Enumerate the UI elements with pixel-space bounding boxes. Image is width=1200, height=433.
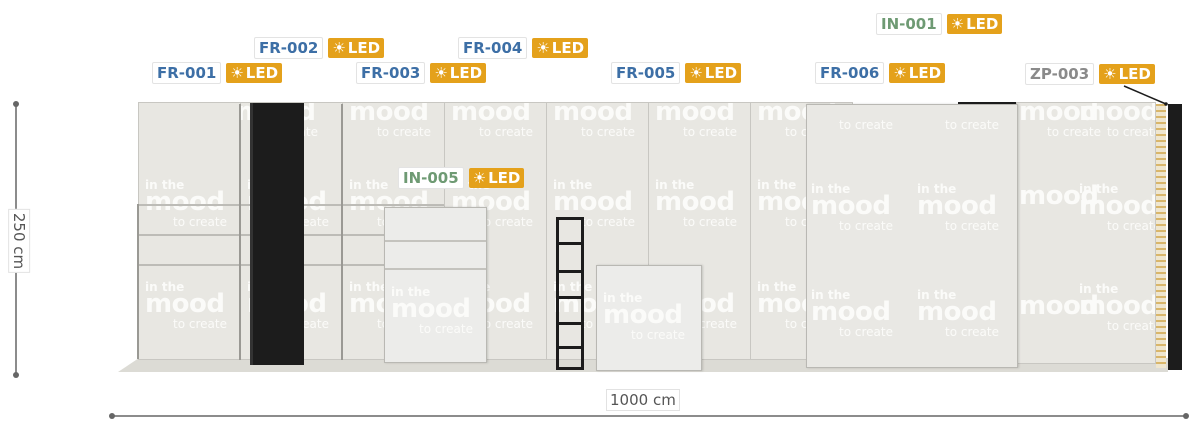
zp-003-leader-line bbox=[1123, 85, 1167, 105]
tag-in-001[interactable]: IN-001 ☀LED bbox=[876, 13, 1003, 35]
tag-in-005[interactable]: IN-005 ☀LED bbox=[398, 167, 525, 189]
tag-fr-006[interactable]: FR-006 ☀LED bbox=[815, 62, 946, 84]
tag-code: ZP-003 bbox=[1025, 63, 1095, 85]
led-badge: ☀LED bbox=[685, 63, 742, 83]
tag-fr-005[interactable]: FR-005 ☀LED bbox=[611, 62, 742, 84]
sun-icon: ☀ bbox=[893, 64, 907, 82]
sun-icon: ☀ bbox=[472, 169, 487, 187]
width-dimension-label: 1000 cm bbox=[606, 389, 680, 411]
led-badge: ☀LED bbox=[226, 63, 283, 83]
dark-edge-post bbox=[1168, 104, 1182, 370]
tag-code: FR-002 bbox=[254, 37, 324, 59]
sun-icon: ☀ bbox=[950, 15, 965, 33]
tag-zp-003[interactable]: ZP-003 ☀LED bbox=[1025, 63, 1155, 85]
led-badge: ☀LED bbox=[328, 38, 385, 58]
tag-code: FR-005 bbox=[611, 62, 681, 84]
sun-icon: ☀ bbox=[230, 64, 244, 82]
height-dimension-end bbox=[13, 372, 19, 378]
sun-icon: ☀ bbox=[332, 39, 346, 57]
tag-fr-002[interactable]: FR-002 ☀LED bbox=[254, 37, 385, 59]
zp-003-leader-dot bbox=[1164, 102, 1168, 106]
tag-code: FR-001 bbox=[152, 62, 222, 84]
tag-code: IN-005 bbox=[398, 167, 464, 189]
tag-code: FR-003 bbox=[356, 62, 426, 84]
black-column-unit bbox=[250, 103, 304, 365]
led-badge: ☀LED bbox=[889, 63, 946, 83]
sun-icon: ☀ bbox=[689, 64, 703, 82]
tag-fr-001[interactable]: FR-001 ☀LED bbox=[152, 62, 283, 84]
tag-fr-003[interactable]: FR-003 ☀LED bbox=[356, 62, 487, 84]
sun-icon: ☀ bbox=[434, 64, 448, 82]
led-badge: ☀LED bbox=[468, 168, 525, 188]
height-dimension-start bbox=[13, 101, 19, 107]
tag-fr-004[interactable]: FR-004 ☀LED bbox=[458, 37, 589, 59]
led-badge: ☀LED bbox=[532, 38, 589, 58]
led-badge: ☀LED bbox=[1099, 64, 1155, 84]
tag-code: FR-004 bbox=[458, 37, 528, 59]
shelf-upright bbox=[239, 104, 241, 360]
black-shelf-tower bbox=[556, 217, 584, 370]
led-badge: ☀LED bbox=[946, 14, 1003, 34]
shelf-upright bbox=[137, 204, 139, 359]
sun-icon: ☀ bbox=[536, 39, 550, 57]
led-strip-post bbox=[1156, 104, 1166, 368]
sun-icon: ☀ bbox=[1103, 65, 1117, 83]
tag-code: IN-001 bbox=[876, 13, 942, 35]
height-dimension-label: 250 cm bbox=[8, 208, 31, 274]
width-dimension-end bbox=[1183, 413, 1189, 419]
width-dimension-start bbox=[109, 413, 115, 419]
shelf-upright bbox=[341, 104, 343, 360]
tag-code: FR-006 bbox=[815, 62, 885, 84]
led-badge: ☀LED bbox=[430, 63, 487, 83]
